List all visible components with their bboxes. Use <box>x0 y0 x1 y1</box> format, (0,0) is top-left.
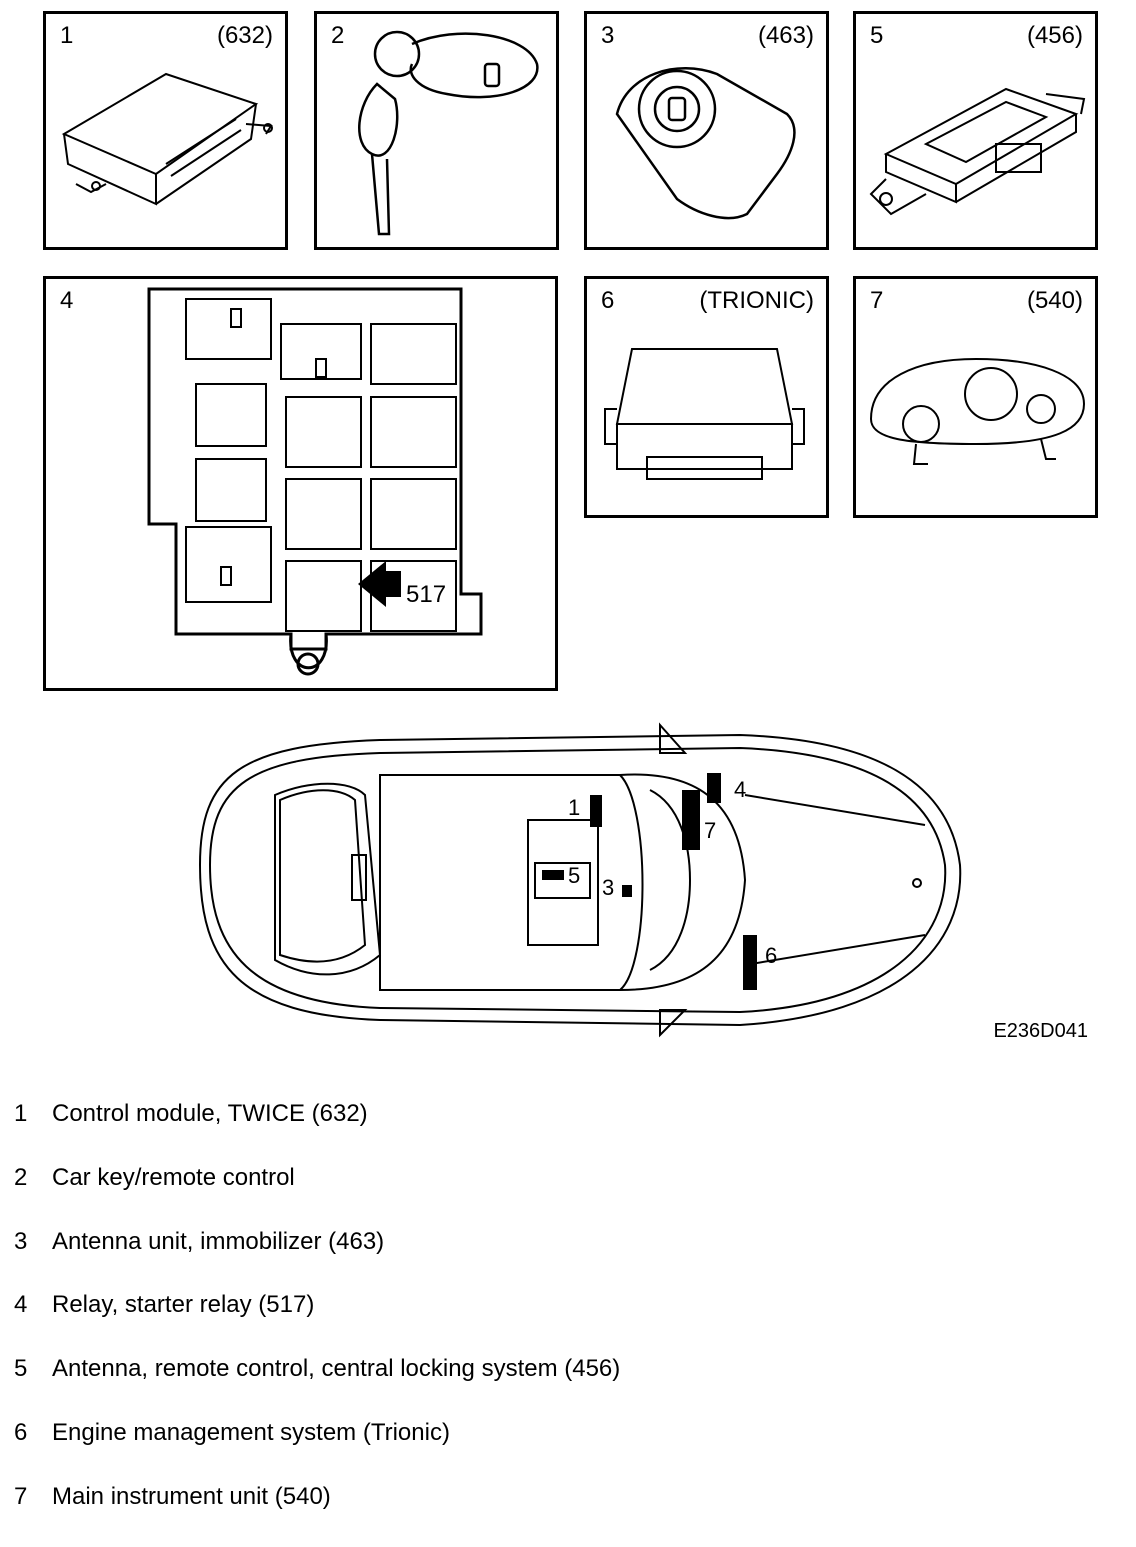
panel-number: 4 <box>60 287 74 314</box>
legend-number: 6 <box>14 1418 28 1446</box>
legend-text: Relay, starter relay (517) <box>52 1291 315 1319</box>
legend-number: 4 <box>14 1291 28 1319</box>
car-marker-4: 4 <box>734 777 746 802</box>
control-module-icon <box>61 72 273 206</box>
figure-reference: E236D041 <box>993 1020 1088 1042</box>
car-top-view: 1 4 7 5 3 6 <box>198 722 962 1038</box>
panel-remote-antenna: 5 (456) <box>853 11 1098 250</box>
car-marker-7: 7 <box>704 818 716 843</box>
relay-box-icon <box>147 287 483 676</box>
legend-number: 5 <box>14 1355 28 1383</box>
legend-item: 2 Car key/remote control <box>14 1164 1014 1228</box>
panel-code: (456) <box>1026 22 1083 49</box>
panel-code: (632) <box>216 22 273 49</box>
legend-number: 7 <box>14 1482 28 1510</box>
panel-number: 6 <box>601 287 615 314</box>
legend-item: 5 Antenna, remote control, central lockin… <box>14 1355 1014 1419</box>
car-marker-6: 6 <box>765 943 777 968</box>
legend-number: 3 <box>14 1227 28 1255</box>
legend-text: Engine management system (Trionic) <box>52 1418 450 1446</box>
legend-number: 1 <box>14 1100 28 1127</box>
panel-number: 1 <box>60 22 74 49</box>
legend-number: 2 <box>14 1163 28 1191</box>
legend-item: 4 Relay, starter relay (517) <box>14 1291 1014 1355</box>
relay-label: 517 <box>406 581 447 608</box>
legend-item: 6 Engine management system (Trionic) <box>14 1419 1014 1483</box>
legend-text: Control module, TWICE (632) <box>52 1100 368 1127</box>
legend-text: Main instrument unit (540) <box>52 1482 331 1510</box>
panel-number: 7 <box>870 287 884 314</box>
panel-number: 5 <box>870 22 884 49</box>
panel-car-key: 2 <box>314 11 559 250</box>
instrument-cluster-icon <box>869 357 1086 465</box>
remote-antenna-icon <box>869 87 1086 216</box>
legend-text: Antenna, remote control, central locking… <box>52 1355 621 1383</box>
panel-relay-box: 4 517 <box>43 276 558 691</box>
legend-text: Car key/remote control <box>52 1163 295 1191</box>
ignition-antenna-icon <box>615 67 796 220</box>
panel-number: 3 <box>601 22 615 49</box>
panel-number: 2 <box>331 22 345 49</box>
panel-code: (463) <box>757 22 814 49</box>
car-key-icon <box>358 30 539 236</box>
engine-ecu-icon <box>604 348 805 480</box>
legend-item: 3 Antenna unit, immobilizer (463) <box>14 1228 1014 1292</box>
car-marker-3: 3 <box>602 875 614 900</box>
car-marker-5: 5 <box>568 863 580 888</box>
legend-item: 1 Control module, TWICE (632) <box>14 1100 1014 1164</box>
panel-engine-ecu: 6 (TRIONIC) <box>584 276 829 518</box>
panel-code: (TRIONIC) <box>699 287 814 314</box>
car-marker-1: 1 <box>568 795 580 820</box>
panel-instrument-cluster: 7 (540) <box>853 276 1098 518</box>
legend-text: Antenna unit, immobilizer (463) <box>52 1227 385 1255</box>
panel-control-module: 1 (632) <box>43 11 288 250</box>
legend-item: 7 Main instrument unit (540) <box>14 1483 1014 1547</box>
panel-antenna-unit: 3 (463) <box>584 11 829 250</box>
legend: 1 Control module, TWICE (632) 2 Car key/re… <box>14 1100 1014 1547</box>
panel-code: (540) <box>1026 287 1083 314</box>
